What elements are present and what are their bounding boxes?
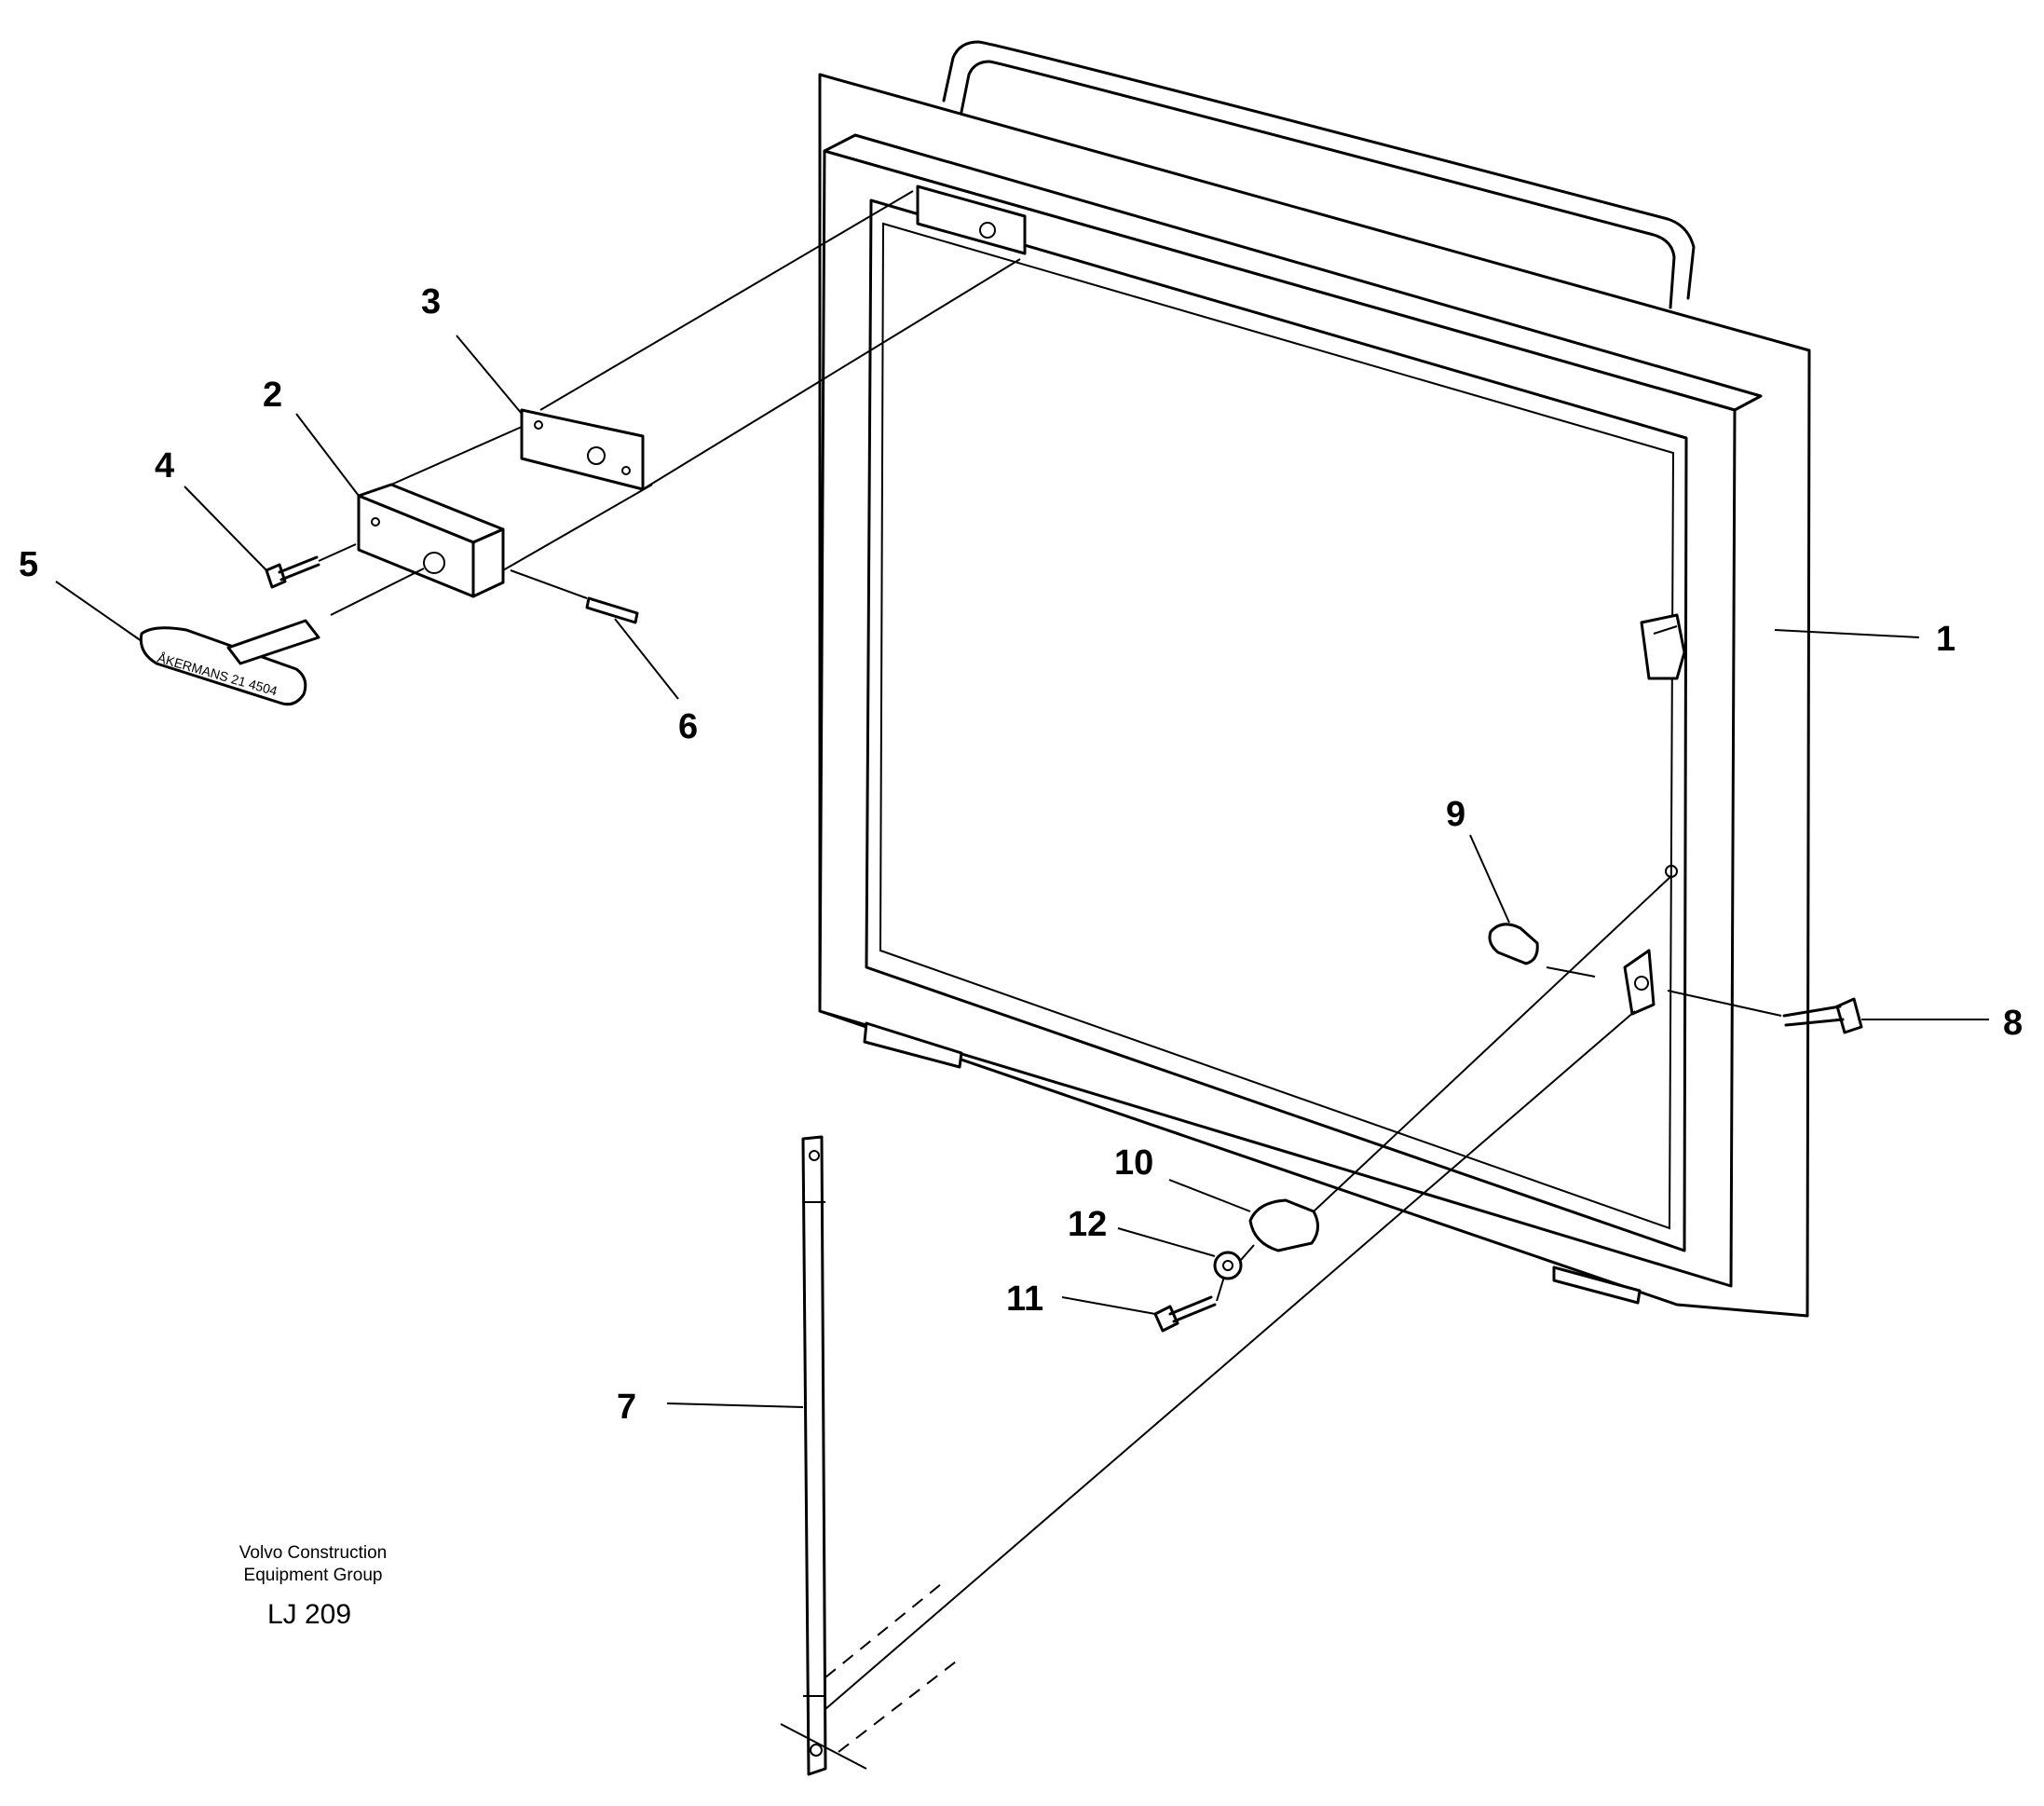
part-2-lock-housing [357, 483, 505, 598]
callout-12: 12 [1068, 1205, 1107, 1244]
part-5-key: ÅKERMANS 21 4504 [139, 619, 320, 706]
callout-10: 10 [1114, 1143, 1153, 1183]
publisher-credit: Volvo Construction Equipment Group LJ 20… [239, 1543, 387, 1630]
callout-9: 9 [1446, 795, 1465, 834]
callout-3: 3 [421, 282, 441, 322]
callout-2: 2 [263, 376, 282, 415]
part-4-screw [265, 555, 320, 589]
callout-1: 1 [1936, 620, 1955, 659]
credit-line-1: Volvo Construction [239, 1543, 387, 1563]
callout-7: 7 [617, 1388, 636, 1427]
callout-5: 5 [19, 545, 38, 584]
part-10-spacer [1248, 1198, 1319, 1252]
part-9-bushing [1488, 923, 1539, 965]
callout-leaders [55, 335, 1989, 1408]
callout-11: 11 [1006, 1279, 1043, 1319]
part-12-washer [1213, 1251, 1243, 1280]
callout-6: 6 [678, 707, 698, 746]
credit-line-2: Equipment Group [244, 1566, 383, 1585]
door-frame [818, 40, 1811, 1318]
part-7-stay-bar [801, 1135, 827, 1776]
part-6-pin [585, 596, 639, 624]
part-3-plate [520, 408, 645, 491]
part-11-screw [1153, 1295, 1217, 1333]
diagram-code: LJ 209 [267, 1599, 351, 1630]
assembly-lines [318, 190, 1782, 1770]
callout-4: 4 [155, 446, 174, 486]
callout-numbers: 1 2 3 4 5 6 7 8 9 10 12 11 [19, 282, 2023, 1427]
part-8-bolt [1782, 997, 1863, 1034]
callout-8: 8 [2003, 1004, 2023, 1043]
